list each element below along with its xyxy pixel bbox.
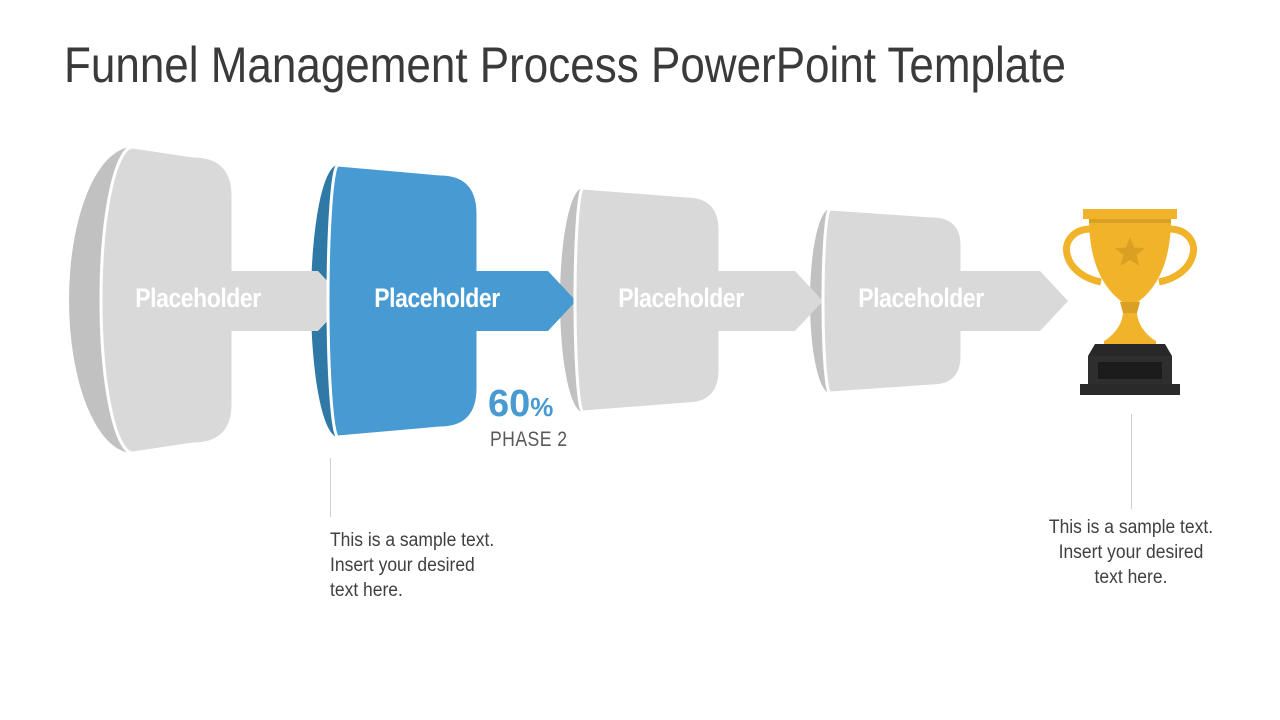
trophy-base-slab — [1080, 384, 1180, 395]
arrow-stage-2-icon — [400, 271, 576, 331]
note-text-left: This is a sample text. Insert your desir… — [330, 530, 495, 601]
trophy-base-panel — [1098, 362, 1162, 379]
trophy-neck — [1120, 302, 1140, 313]
stage-3-label: Placeholder — [618, 283, 744, 313]
arrow-stage-4-icon — [890, 271, 1068, 331]
trophy-rim — [1083, 209, 1177, 219]
arrow-stage-1-icon — [175, 271, 346, 331]
trophy-base-bevel — [1088, 344, 1172, 356]
note-text-right: This is a sample text. Insert your desir… — [1048, 517, 1214, 588]
arrow-stage-3-icon — [650, 271, 823, 331]
stage-2-percent-value: 60 — [488, 383, 531, 425]
trophy-icon — [1062, 209, 1198, 395]
trophy-cup — [1089, 223, 1171, 302]
stage-2-metric: 60 % — [488, 385, 553, 423]
trophy-star — [1114, 237, 1146, 266]
funnel-stage-1-body — [99, 145, 235, 455]
funnel-stage-3-body — [573, 186, 722, 414]
stage-2-percent-unit: % — [530, 392, 554, 422]
trophy-stem — [1104, 313, 1156, 344]
slide-title: Funnel Management Process PowerPoint Tem… — [64, 37, 1066, 93]
trophy-handle-left — [1062, 225, 1102, 286]
trophy-rim-shadow — [1089, 219, 1171, 223]
stage-2-phase-caption: PHASE 2 — [490, 428, 568, 451]
stage-1-label: Placeholder — [135, 283, 261, 313]
trophy-handle-right — [1158, 225, 1198, 286]
stage-2-label: Placeholder — [374, 283, 500, 313]
stage-4-label: Placeholder — [858, 283, 984, 313]
